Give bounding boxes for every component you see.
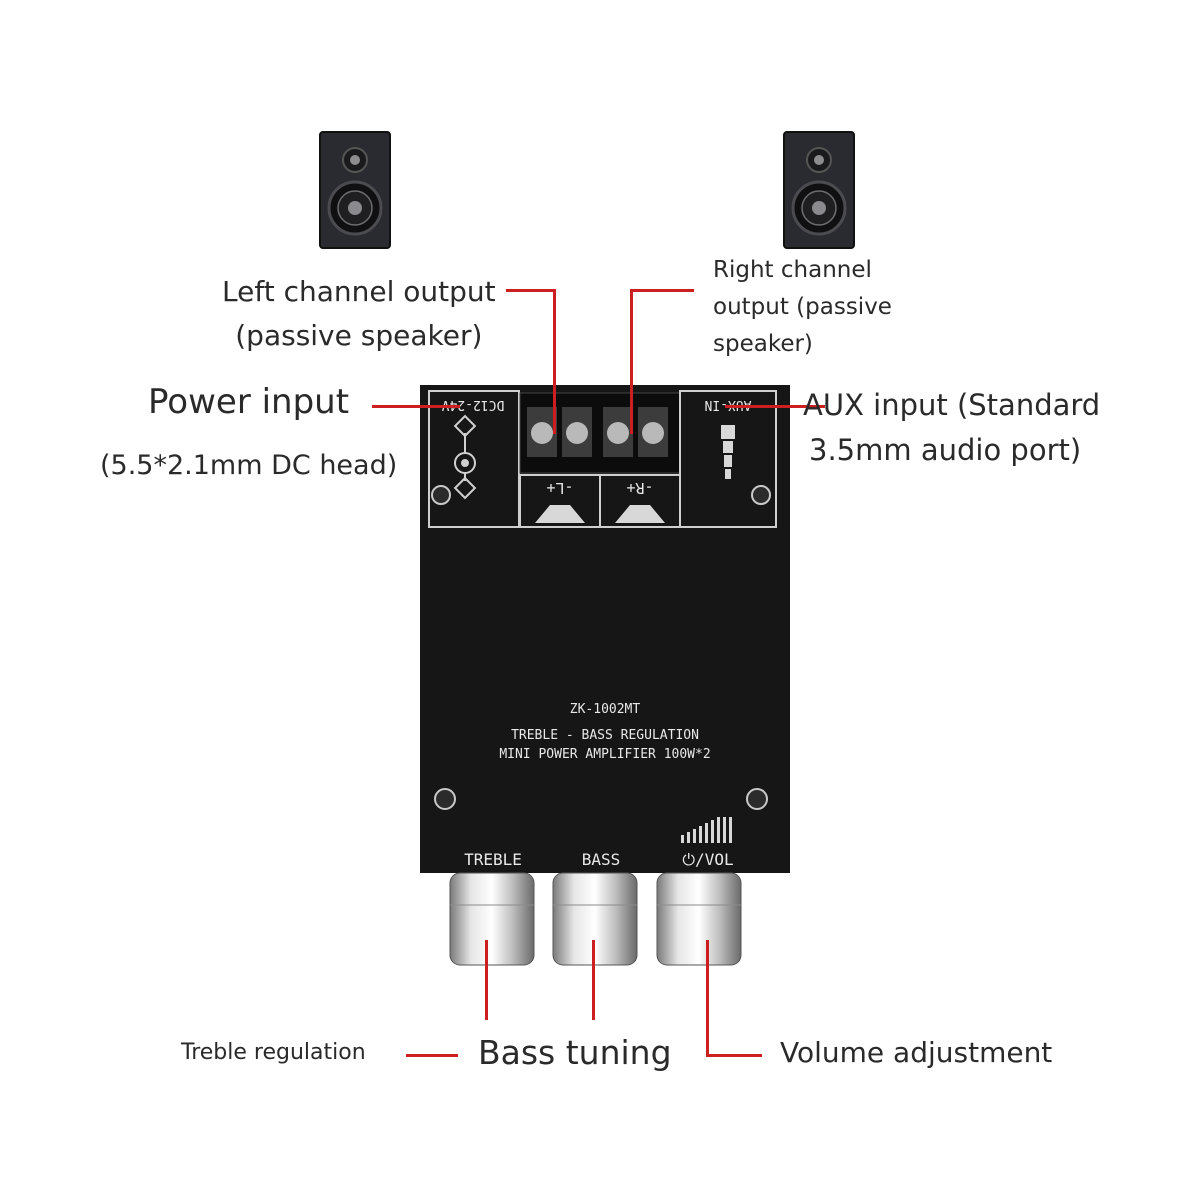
leader-aux-input <box>725 405 825 408</box>
left-channel-line-1: Left channel output <box>222 275 496 308</box>
mount-hole-bottom-left <box>434 788 456 810</box>
power-input-title: Power input <box>148 382 350 422</box>
right-channel-line-1: Right channel <box>713 257 872 283</box>
dc-polarity-icon <box>453 414 477 500</box>
right-speaker-symbol-icon <box>615 505 665 523</box>
aux-label: AUX-IN <box>705 397 752 412</box>
dc-voltage-label: DC12-24V <box>442 397 505 412</box>
volume-adjustment-label: Volume adjustment <box>780 1036 1053 1069</box>
bass-knob <box>552 872 638 966</box>
vol-knob-label: ⏻/VOL <box>682 850 733 869</box>
aux-input-callout: AUX input (Standard 3.5mm audio port) <box>803 383 1100 473</box>
aux-input-line-2: 3.5mm audio port) <box>809 433 1082 467</box>
leader-left-channel-h <box>506 289 556 292</box>
right-terminal-label: -R+ <box>626 479 653 497</box>
mount-hole-top-left <box>431 485 451 505</box>
left-channel-callout: Left channel output (passive speaker) <box>222 270 496 358</box>
leader-treble-h <box>406 1054 458 1057</box>
dc-input-box <box>428 390 520 528</box>
leader-bass-v <box>592 940 595 1020</box>
power-input-subtitle: (5.5*2.1mm DC head) <box>100 450 398 481</box>
terminal-screws <box>527 407 668 457</box>
bass-knob-label: BASS <box>582 850 621 869</box>
leader-treble-v <box>485 940 488 1020</box>
leader-volume-v <box>706 940 709 1057</box>
mount-hole-bottom-right <box>746 788 768 810</box>
mount-hole-top-right <box>751 485 771 505</box>
right-channel-callout: Right channel output (passive speaker) <box>713 252 892 363</box>
aux-input-box <box>679 390 777 528</box>
leader-left-channel-v <box>553 289 556 434</box>
left-terminal-label: -L+ <box>546 479 573 497</box>
desc-line-1: TREBLE - BASS REGULATION <box>511 728 699 743</box>
treble-knob-label: TREBLE <box>464 850 522 869</box>
volume-knob <box>656 872 742 966</box>
left-channel-line-2: (passive speaker) <box>235 319 483 352</box>
right-channel-line-2: output (passive <box>713 294 892 320</box>
volume-bars-icon <box>681 817 732 843</box>
right-speaker-icon <box>783 131 855 249</box>
bass-tuning-label: Bass tuning <box>478 1033 672 1072</box>
treble-knob <box>449 872 535 966</box>
model-label: ZK-1002MT <box>570 702 641 717</box>
aux-input-line-1: AUX input (Standard <box>803 388 1101 422</box>
left-speaker-symbol-icon <box>535 505 585 523</box>
treble-regulation-label: Treble regulation <box>181 1040 366 1065</box>
aux-jack-icon <box>721 425 735 479</box>
leader-volume-h <box>706 1054 762 1057</box>
right-channel-line-3: speaker) <box>713 331 813 357</box>
desc-line-2: MINI POWER AMPLIFIER 100W*2 <box>499 747 710 762</box>
leader-power-input <box>372 405 460 408</box>
amplifier-board: DC12-24V -L+ -R+ AUX-IN ZK-1002MT TREBLE… <box>420 385 790 966</box>
left-speaker-icon <box>319 131 391 249</box>
leader-right-channel-v <box>630 289 633 434</box>
leader-right-channel-h <box>630 289 694 292</box>
